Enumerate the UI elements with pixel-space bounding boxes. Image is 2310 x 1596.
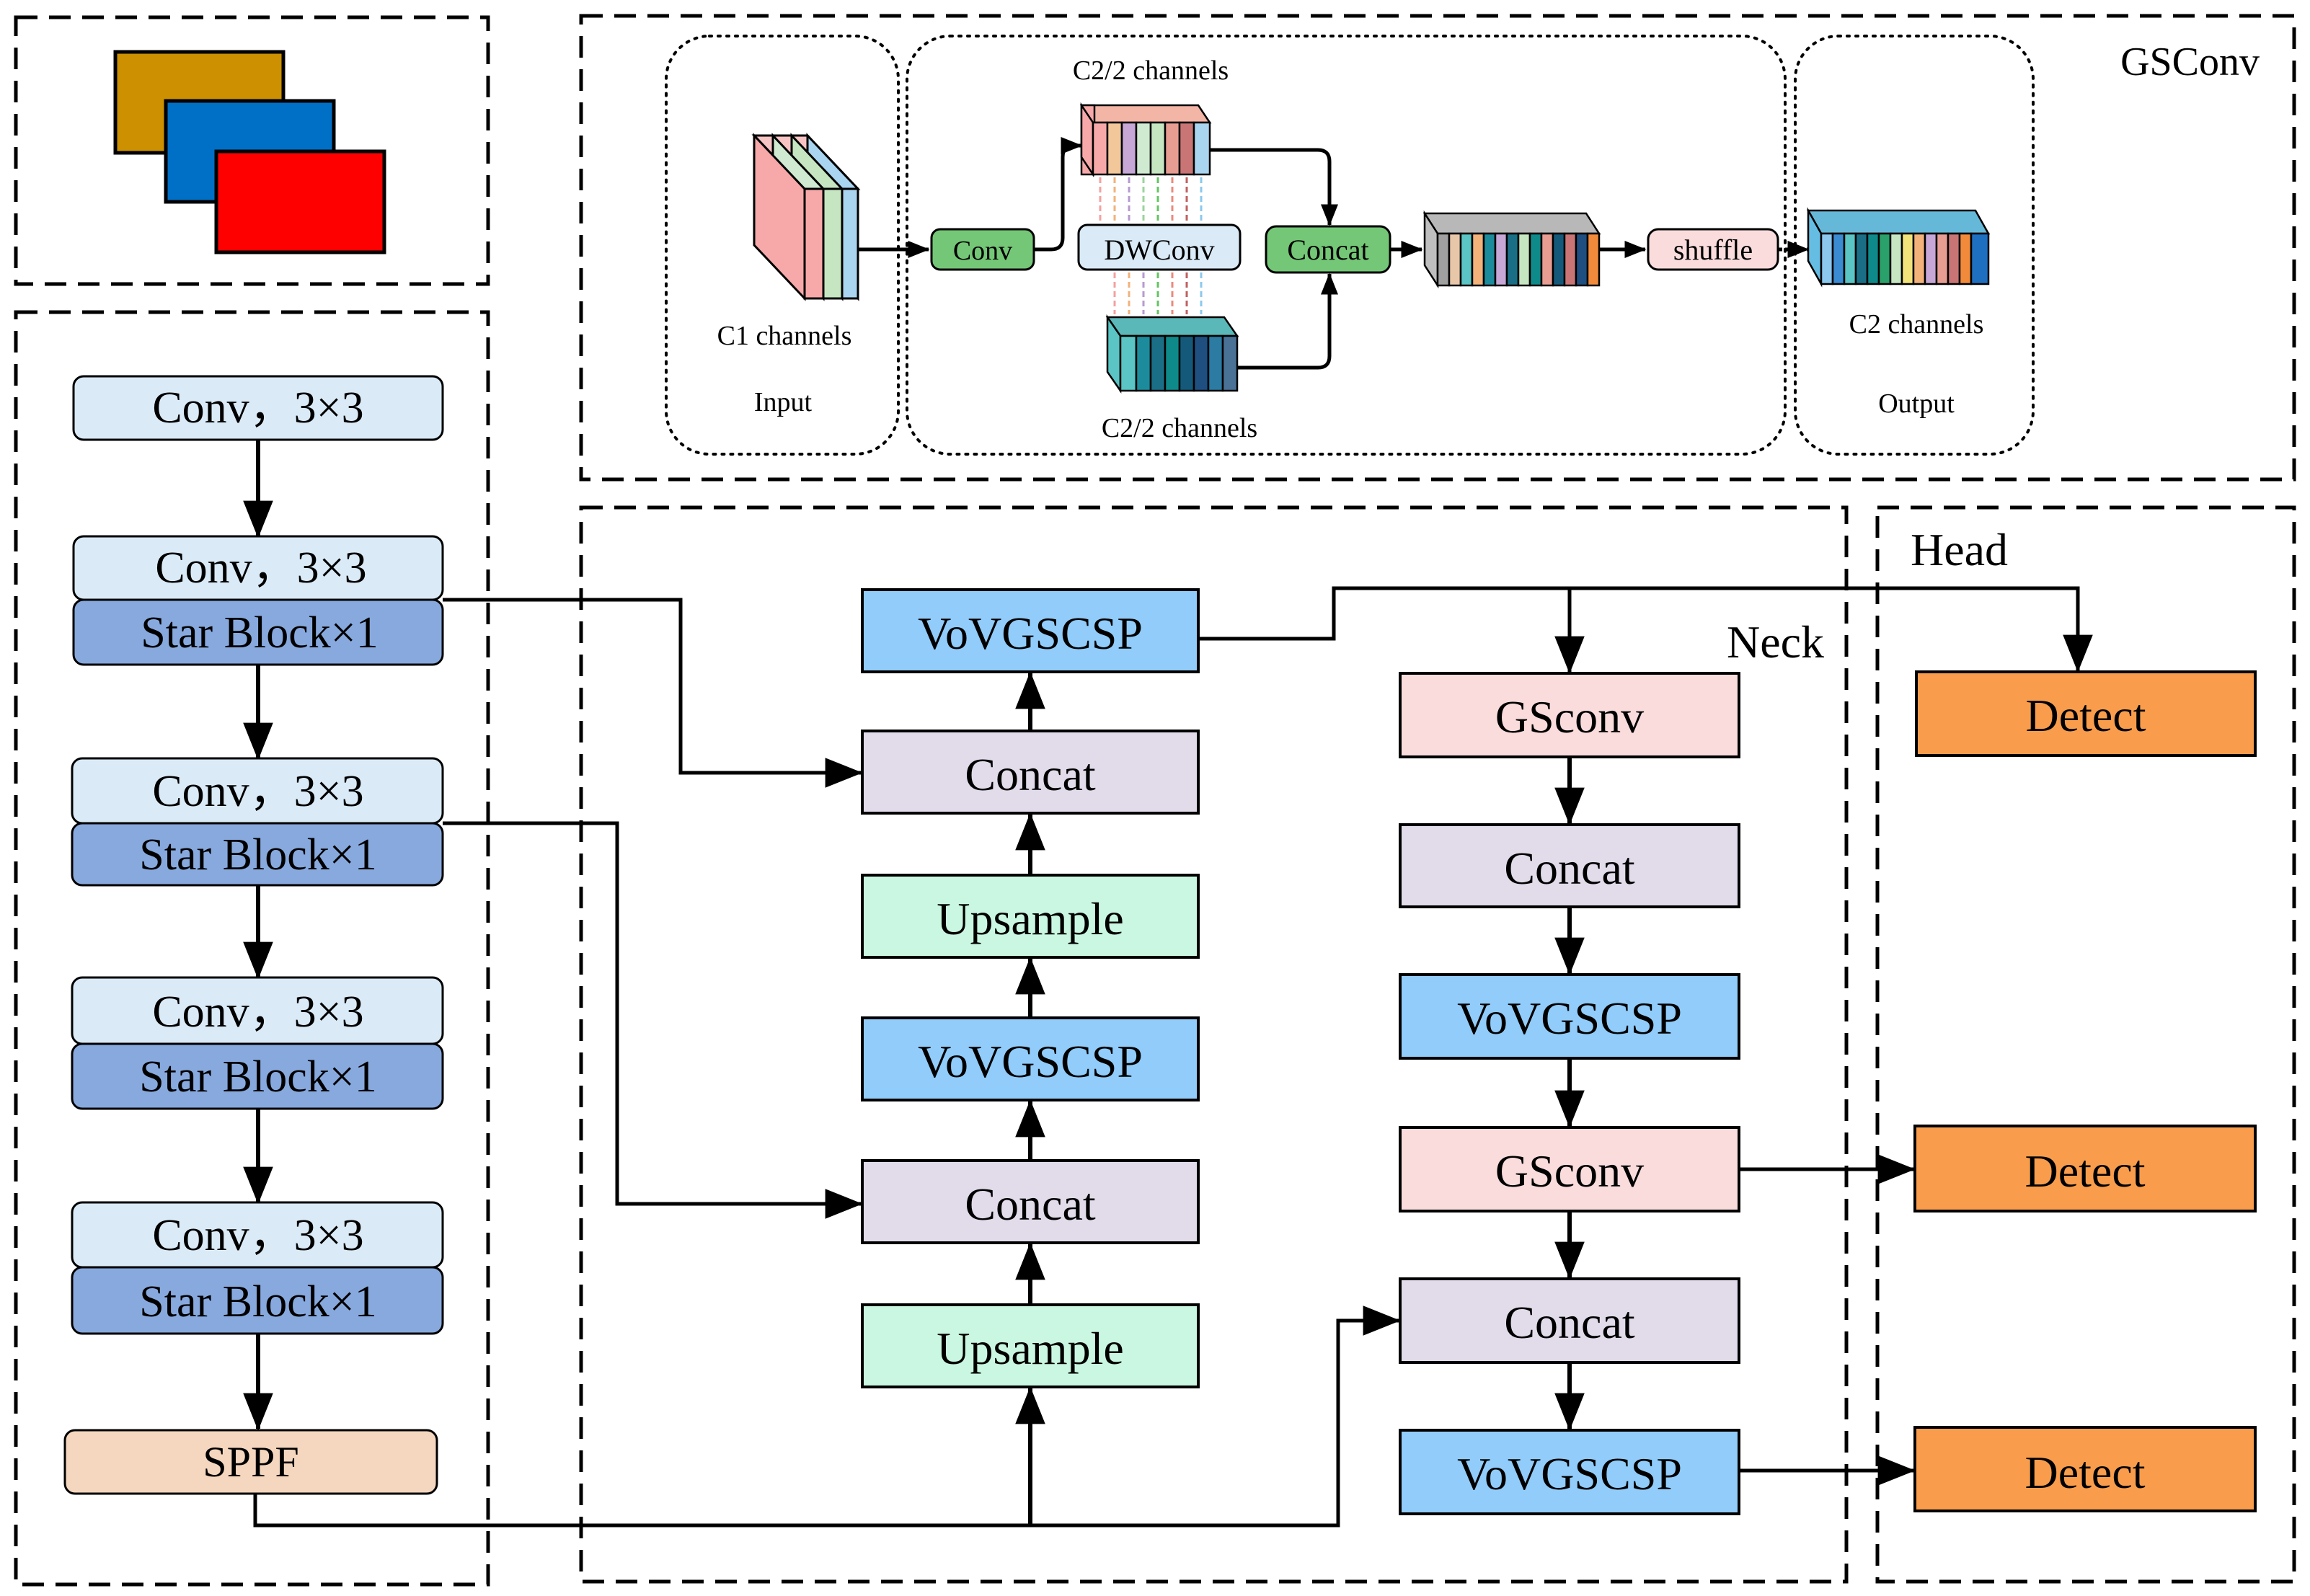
stage3-star-block-label: Star Block×1: [139, 1052, 376, 1101]
sppf-label: SPPF: [203, 1438, 298, 1486]
gs-concat-label: Concat: [1287, 234, 1368, 266]
neck-left-vovgscsp-top-label: VoVGSCSP: [918, 608, 1143, 659]
neck: Neck VoVGSCSP Concat Upsample VoVGSCSP C…: [861, 588, 1824, 1525]
head-title: Head: [1911, 524, 2008, 575]
sppf-to-neck: [253, 1305, 1401, 1528]
top-to-dwconv-arrows: [1099, 177, 1203, 222]
stage3-conv-label: Conv，3×3: [152, 988, 363, 1037]
neck-panel: [579, 505, 1849, 1584]
input-label: Input: [754, 387, 813, 417]
output-feature-cube: [1806, 207, 1991, 288]
gsconv-panel: [579, 14, 2296, 482]
gs-conv-label: Conv: [953, 236, 1012, 266]
neck-left-upsample-bottom-label: Upsample: [937, 1323, 1124, 1374]
neck-right-vovgscsp-bottom-label: VoVGSCSP: [1457, 1448, 1682, 1499]
stage4-star-block-label: Star Block×1: [139, 1277, 376, 1326]
neck-left-vovgscsp-mid-label: VoVGSCSP: [918, 1036, 1143, 1087]
neck-right-concat-top-label: Concat: [1504, 843, 1635, 894]
detect-top-label: Detect: [2026, 690, 2146, 741]
neck-right-gsconv-bottom-label: GSconv: [1495, 1145, 1644, 1197]
merged-feature-cube: [1422, 210, 1601, 289]
input-image-panel: [14, 15, 490, 286]
neck-title: Neck: [1727, 616, 1824, 668]
bottom-channels-label: C2/2 channels: [1102, 413, 1257, 443]
backbone-stem-conv-label: Conv，3×3: [152, 384, 363, 433]
neck-right-gsconv-top-box: [1399, 672, 1740, 758]
backbone: Conv，3×3 Conv，3×3 Star Block×1 Conv，3×3 …: [63, 375, 444, 1495]
neck-left-concat-top-label: Concat: [965, 749, 1096, 800]
stage2-conv-label: Conv，3×3: [152, 767, 363, 816]
input-feature-cube: [751, 133, 861, 301]
neck-right-gsconv-top-label: GSconv: [1495, 691, 1644, 742]
gsconv-module: GSConv C1 channels Input Conv: [665, 35, 2260, 456]
top-half-feature-cube: [1079, 102, 1212, 178]
shuffle-label: shuffle: [1673, 234, 1753, 266]
dwconv-to-bottom-arrows: [1113, 272, 1203, 314]
output-channels-label: C2 channels: [1849, 309, 1984, 340]
dwconv-box: [1077, 223, 1242, 271]
detect-bottom-label: Detect: [2025, 1447, 2146, 1498]
panels: [14, 14, 2296, 1587]
input-image-stack: [113, 50, 386, 254]
neck-left-concat-bottom-label: Concat: [965, 1179, 1096, 1230]
stage1-conv-label: Conv，3×3: [155, 544, 366, 593]
dwconv-label: DWConv: [1104, 234, 1214, 266]
neck-vovgscsp-to-gsconv-and-head: [1198, 586, 2093, 673]
detect-mid-box: [1913, 1125, 2257, 1212]
neck-left-vovgscsp-mid-box: [861, 1016, 1200, 1101]
gsconv-input-region: [665, 35, 900, 456]
head-panel: [1875, 505, 2296, 1584]
neck-right-vovgscsp-bottom-box: [1399, 1429, 1740, 1515]
neck-left-concat-bottom-box: [861, 1159, 1200, 1244]
gsconv-title: GSConv: [2120, 40, 2260, 84]
neck-left-upsample-top-box: [861, 874, 1200, 959]
backbone-panel: [14, 310, 490, 1587]
skip-connections: [253, 586, 2093, 1528]
top-cube-to-concat-arrow: [1210, 148, 1338, 226]
detect-mid-label: Detect: [2025, 1145, 2146, 1197]
sppf-box: [63, 1429, 438, 1495]
input-channels-label: C1 channels: [717, 321, 852, 351]
conv-to-top-cube-arrow: [1034, 137, 1083, 252]
top-channels-label: C2/2 channels: [1073, 56, 1229, 86]
head: Head Detect Detect Detect: [1911, 524, 2257, 1512]
image-layer-red: [214, 149, 386, 254]
stage2-to-neck-concat-bottom: [443, 821, 863, 1219]
neck-right-concat-bottom-label: Concat: [1504, 1297, 1635, 1348]
detect-bottom-box: [1913, 1426, 2257, 1512]
stage1-to-neck-concat-top: [443, 598, 863, 788]
detect-top-box: [1915, 670, 2257, 757]
bottom-half-feature-cube: [1105, 314, 1239, 394]
stage2-star-block-label: Star Block×1: [139, 830, 376, 879]
neck-right-vovgscsp-mid-label: VoVGSCSP: [1457, 993, 1682, 1044]
stage1-star-block-label: Star Block×1: [141, 608, 378, 657]
neck-left-upsample-bottom-box: [861, 1303, 1200, 1388]
stage4-conv-label: Conv，3×3: [152, 1211, 363, 1260]
neck-right-concat-bottom-box: [1399, 1277, 1740, 1364]
gsconv-process-region: [906, 35, 1787, 456]
neck-left-upsample-top-label: Upsample: [937, 893, 1124, 944]
output-label: Output: [1878, 389, 1955, 419]
bottom-cube-to-concat-arrow: [1237, 272, 1338, 370]
